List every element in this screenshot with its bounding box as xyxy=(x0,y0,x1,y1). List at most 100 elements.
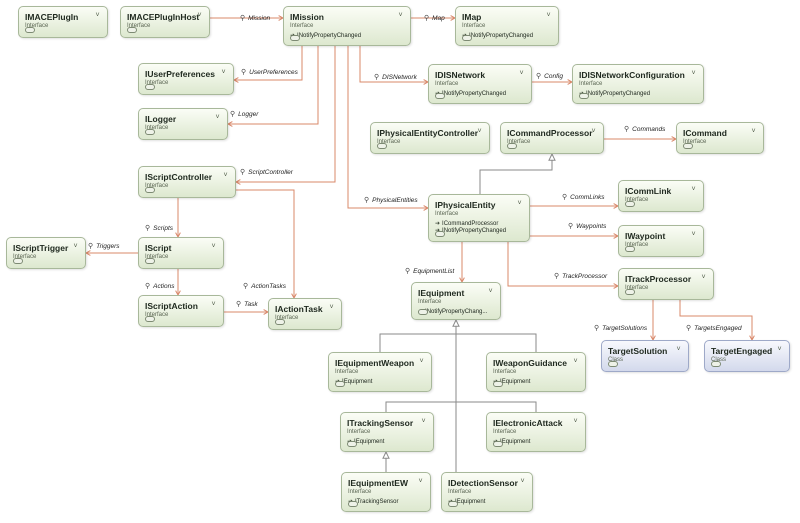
inheritance-i-electronic-attack[interactable] xyxy=(456,401,537,412)
collapse-pill-icon[interactable] xyxy=(377,143,387,149)
collapse-pill-icon[interactable] xyxy=(625,289,635,295)
collapse-pill-icon[interactable] xyxy=(275,319,285,325)
collapse-pill-icon[interactable] xyxy=(711,361,721,367)
inheritance-i-equipment-weapon[interactable] xyxy=(379,320,457,352)
double-chevron-icon[interactable]: ˅ xyxy=(215,114,220,121)
collapse-pill-icon[interactable] xyxy=(435,231,445,237)
double-chevron-icon[interactable]: ˅ xyxy=(73,243,78,250)
collapse-pill-icon[interactable] xyxy=(608,361,618,367)
interface-i-equipment-node[interactable]: IEquipmentInterface˅➜INotifyPropertyChan… xyxy=(411,282,501,320)
double-chevron-icon[interactable]: ˅ xyxy=(546,12,551,19)
collapse-pill-icon[interactable] xyxy=(13,258,23,264)
double-chevron-icon[interactable]: ˅ xyxy=(573,358,578,365)
double-chevron-icon[interactable]: ˅ xyxy=(591,128,596,135)
double-chevron-icon[interactable]: ˅ xyxy=(398,12,403,19)
collapse-pill-icon[interactable] xyxy=(145,316,155,322)
double-chevron-icon[interactable]: ˅ xyxy=(691,231,696,238)
collapse-pill-icon[interactable] xyxy=(579,93,589,99)
double-chevron-icon[interactable]: ˅ xyxy=(95,12,100,19)
double-chevron-icon[interactable]: ˅ xyxy=(488,288,493,295)
association-action-tasks[interactable] xyxy=(236,189,295,298)
association-physical-entities[interactable] xyxy=(347,46,428,209)
double-chevron-icon[interactable]: ˅ xyxy=(223,172,228,179)
double-chevron-icon[interactable]: ˅ xyxy=(691,186,696,193)
double-chevron-icon[interactable]: ˅ xyxy=(221,69,226,76)
association-dis-network[interactable] xyxy=(359,46,428,83)
double-chevron-icon[interactable]: ˅ xyxy=(520,478,525,485)
inheritance-i-tracking-sensor[interactable] xyxy=(385,401,456,412)
collapse-pill-icon[interactable] xyxy=(145,84,155,90)
association-user-preferences[interactable] xyxy=(234,46,303,81)
collapse-pill-icon[interactable] xyxy=(625,246,635,252)
collapse-pill-icon[interactable] xyxy=(493,441,503,447)
double-chevron-icon[interactable]: ˅ xyxy=(477,128,482,135)
collapse-pill-icon[interactable] xyxy=(683,143,693,149)
double-chevron-icon[interactable]: ˅ xyxy=(573,418,578,425)
double-chevron-icon[interactable]: ˅ xyxy=(519,70,524,77)
association-logger[interactable] xyxy=(228,46,319,125)
collapse-pill-icon[interactable] xyxy=(145,258,155,264)
association-script-controller[interactable] xyxy=(236,46,336,183)
collapse-pill-icon[interactable] xyxy=(625,201,635,207)
collapse-pill-icon[interactable] xyxy=(418,309,428,315)
collapse-pill-icon[interactable] xyxy=(25,27,35,33)
collapse-pill-icon[interactable] xyxy=(462,35,472,41)
inheritance-i-physical-entity[interactable] xyxy=(479,154,553,194)
double-chevron-icon[interactable]: ˅ xyxy=(751,128,756,135)
collapse-pill-icon[interactable] xyxy=(145,187,155,193)
double-chevron-icon[interactable]: ˅ xyxy=(701,274,706,281)
double-chevron-icon[interactable]: ˅ xyxy=(329,304,334,311)
double-chevron-icon[interactable]: ˅ xyxy=(211,301,216,308)
interface-idis-network-configuration-node[interactable]: IDISNetworkConfigurationInterface˅➜INoti… xyxy=(572,64,704,104)
inheritance-i-weapon-guidance[interactable] xyxy=(456,333,537,352)
collapse-pill-icon[interactable] xyxy=(348,501,358,507)
interface-i-mission-node[interactable]: IMissionInterface˅➜INotifyPropertyChange… xyxy=(283,6,411,46)
double-chevron-icon[interactable]: ˅ xyxy=(691,70,696,77)
double-chevron-icon[interactable]: ˅ xyxy=(777,346,782,353)
collapse-pill-icon[interactable] xyxy=(448,501,458,507)
double-chevron-icon[interactable]: ˅ xyxy=(676,346,681,353)
collapse-pill-icon[interactable] xyxy=(435,93,445,99)
interface-idis-network-node[interactable]: IDISNetworkInterface˅➜INotifyPropertyCha… xyxy=(428,64,532,104)
double-chevron-icon[interactable]: ˅ xyxy=(211,243,216,250)
collapse-pill-icon[interactable] xyxy=(347,441,357,447)
collapse-pill-icon[interactable] xyxy=(127,27,137,33)
collapse-pill-icon[interactable] xyxy=(145,129,155,135)
collapse-pill-icon[interactable] xyxy=(493,381,503,387)
association-targets-engaged[interactable] xyxy=(679,300,753,340)
double-chevron-icon[interactable]: ˅ xyxy=(418,478,423,485)
collapse-pill-icon[interactable] xyxy=(335,381,345,387)
double-chevron-icon[interactable]: ˅ xyxy=(197,12,202,19)
double-chevron-icon[interactable]: ˅ xyxy=(419,358,424,365)
association-track-processor[interactable] xyxy=(507,242,618,287)
collapse-pill-icon[interactable] xyxy=(290,35,300,41)
double-chevron-icon[interactable]: ˅ xyxy=(517,200,522,207)
collapse-pill-icon[interactable] xyxy=(507,143,517,149)
double-chevron-icon[interactable]: ˅ xyxy=(421,418,426,425)
